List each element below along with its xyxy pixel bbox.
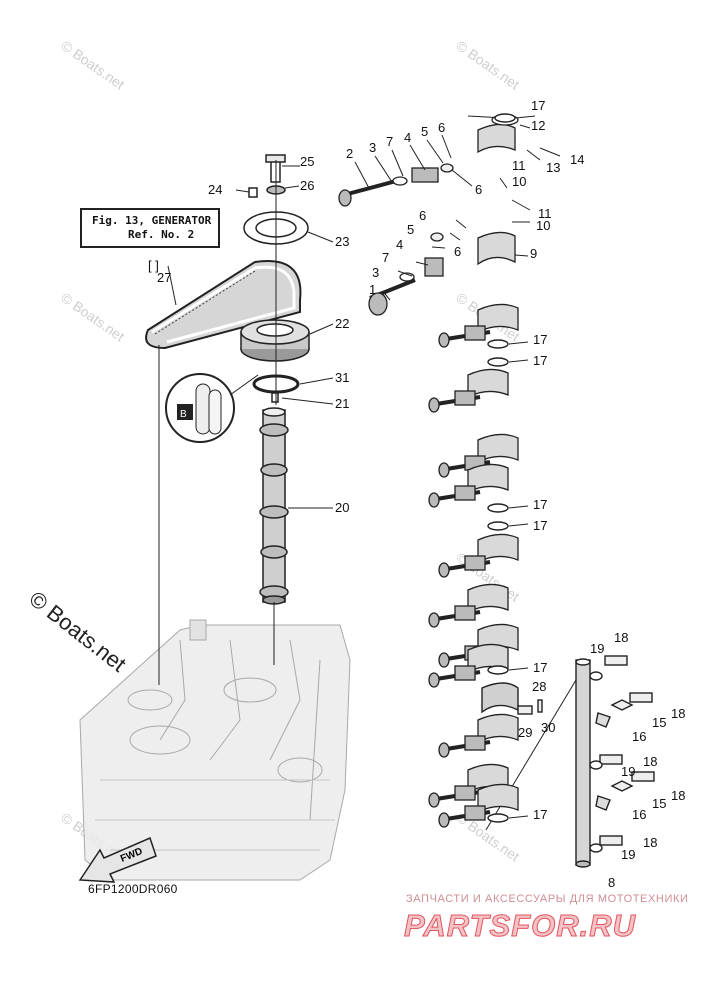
leader-line (515, 115, 536, 119)
callout-16a: 16 (632, 729, 646, 744)
callout-10b: 10 (536, 218, 550, 233)
callout-18d: 18 (671, 788, 685, 803)
callout-19b: 19 (621, 764, 635, 779)
reference-fig: Fig. 13, GENERATOR (92, 214, 212, 227)
callout-18b: 18 (671, 706, 685, 721)
shim-ring (487, 813, 509, 823)
callout-15b: 15 (652, 796, 666, 811)
shim-ring (487, 521, 509, 531)
fwd-arrow-icon: FWD (78, 836, 157, 883)
valve-stack (438, 533, 519, 578)
callout-15a: 15 (652, 715, 666, 730)
callout-5a: 5 (421, 124, 428, 139)
leader-line (508, 505, 529, 509)
watermark-3: © Boats.net (58, 289, 127, 344)
callout-24: 24 (208, 182, 222, 197)
sealant-callout: B (165, 373, 259, 443)
valve-stack (428, 368, 509, 413)
leader-line (508, 667, 529, 671)
valve-stack (438, 783, 519, 828)
callout-28: 28 (532, 679, 546, 694)
rocker-arm-column (338, 114, 519, 316)
watermark-1: © Boats.net (58, 37, 127, 92)
callout-23: 23 (335, 234, 349, 249)
shop-logo: PARTSFOR.RU (403, 908, 637, 944)
callout-31: 31 (335, 370, 349, 385)
reference-ref-no: Ref. No. 2 (128, 228, 195, 241)
watermark-2: © Boats.net (453, 37, 522, 92)
callout-17a: 17 (531, 98, 545, 113)
callout-29: 29 (518, 725, 532, 740)
callout-19c: 19 (621, 847, 635, 862)
valve-stacks (428, 303, 519, 828)
callout-7b: 7 (382, 250, 389, 265)
callout-3b: 3 (372, 265, 379, 280)
callout-19a: 19 (590, 641, 604, 656)
callout-13: 13 (546, 160, 560, 175)
callout-14: 14 (570, 152, 584, 167)
shop-tagline: ЗАПЧАСТИ И АКСЕССУАРЫ ДЛЯ МОТОТЕХНИКИ (406, 893, 689, 905)
callout-6a: 6 (438, 120, 445, 135)
valve-stack (428, 643, 509, 688)
valve-stack (438, 303, 519, 348)
shim-ring (487, 339, 509, 349)
callout-20: 20 (335, 500, 349, 515)
callout-17d: 17 (533, 497, 547, 512)
callout-18c: 18 (643, 754, 657, 769)
callout-17e: 17 (533, 518, 547, 533)
callout-11b: 11 (538, 206, 552, 221)
generator-reference-box[interactable]: Fig. 13, GENERATOR Ref. No. 2 (80, 208, 220, 248)
callout-7a: 7 (386, 134, 393, 149)
callout-4a: 4 (404, 130, 411, 145)
leader-lines (167, 115, 561, 509)
shim-ring (494, 113, 516, 123)
callout-3a: 3 (369, 140, 376, 155)
callout-26: 26 (300, 178, 314, 193)
valve-stack (438, 713, 519, 758)
rocker-shaft (481, 655, 655, 868)
callout-18a: 18 (614, 630, 628, 645)
bracket-27: [ ] (148, 258, 159, 273)
callout-25: 25 (300, 154, 314, 169)
valve-stack (438, 433, 519, 478)
callout-9: 9 (530, 246, 537, 261)
shim-ring (487, 357, 509, 367)
valve-stack (428, 583, 509, 628)
callout-17f: 17 (533, 660, 547, 675)
svg-text:B: B (180, 409, 187, 420)
callout-27: 27 (157, 270, 171, 285)
callout-10a: 10 (512, 174, 526, 189)
leader-line (508, 341, 529, 345)
leader-line (508, 523, 529, 527)
timing-belt (145, 260, 302, 350)
callout-6b: 6 (475, 182, 482, 197)
leader-line (508, 815, 529, 819)
callout-4b: 4 (396, 237, 403, 252)
callout-6d: 6 (454, 244, 461, 259)
camshaft (259, 407, 289, 605)
callout-17c: 17 (533, 353, 547, 368)
leader-line (508, 359, 529, 363)
callout-16b: 16 (632, 807, 646, 822)
callout-17g: 17 (533, 807, 547, 822)
callout-2: 2 (346, 146, 353, 161)
callout-8: 8 (608, 875, 615, 890)
callout-5b: 5 (407, 222, 414, 237)
shim-ring (487, 503, 509, 513)
shim-ring (487, 665, 509, 675)
engine-block (79, 619, 351, 881)
callout-1: 1 (369, 282, 376, 297)
callout-18e: 18 (643, 835, 657, 850)
callout-12: 12 (531, 118, 545, 133)
callout-22: 22 (335, 316, 349, 331)
drawing-code: 6FP1200DR060 (88, 882, 178, 896)
callout-30: 30 (541, 720, 555, 735)
callout-11a: 11 (512, 158, 526, 173)
callout-17b: 17 (533, 332, 547, 347)
valve-stack (428, 463, 509, 508)
callout-6c: 6 (419, 208, 426, 223)
callout-21: 21 (335, 396, 349, 411)
